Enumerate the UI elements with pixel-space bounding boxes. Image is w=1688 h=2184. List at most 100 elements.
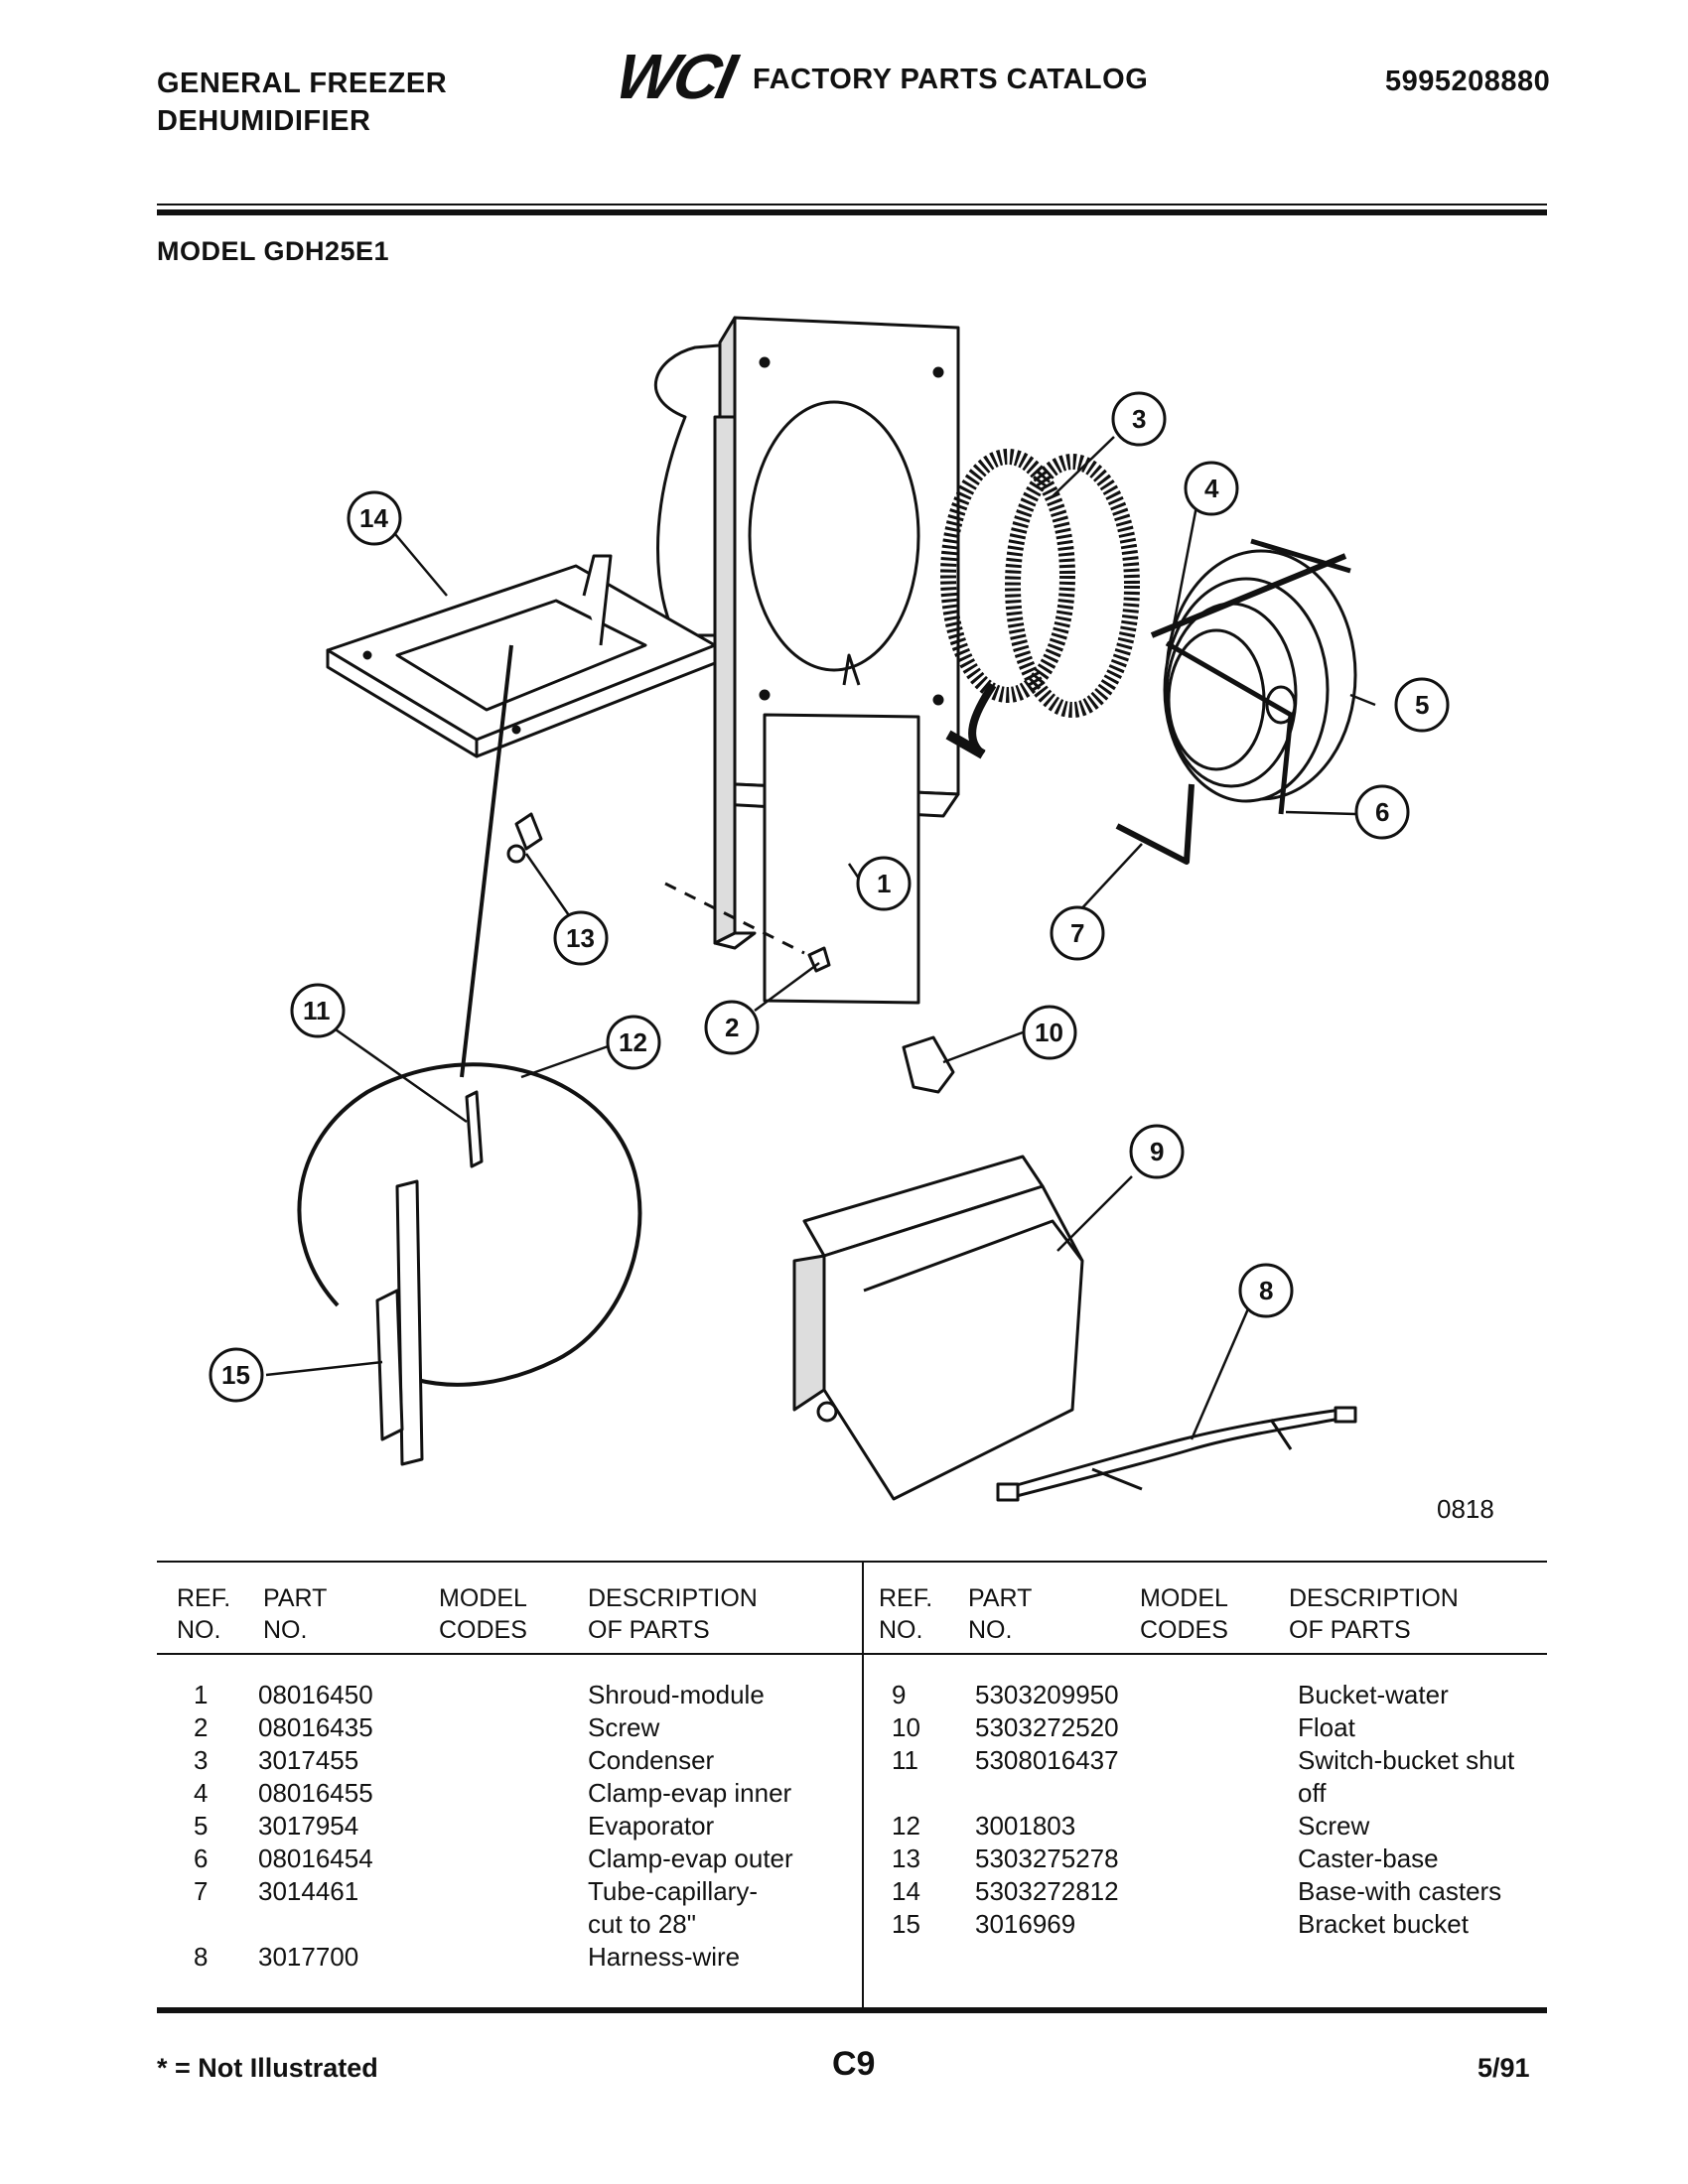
table-cell-ref: 11 <box>892 1745 918 1775</box>
table-cell-desc: Clamp-evap inner <box>588 1778 792 1808</box>
header-desc-line1: DESCRIPTION <box>1289 1584 1459 1612</box>
condenser-drawing <box>940 449 1140 759</box>
header-part-line2: NO. <box>968 1616 1013 1644</box>
catalog-number: 5995208880 <box>1385 66 1551 97</box>
header-part-line1: PART <box>263 1584 328 1612</box>
brand-line-2: DEHUMIDIFIER <box>157 105 371 137</box>
table-cell-part: 3016969 <box>975 1909 1076 1939</box>
callout-6: 6 <box>1375 797 1390 827</box>
table-cell-part: 08016450 <box>258 1680 373 1709</box>
header-desc-right: DESCRIPTION OF PARTS <box>1289 1582 1459 1646</box>
table-cell-desc: Float <box>1298 1712 1355 1742</box>
header-model-left: MODEL CODES <box>439 1582 527 1646</box>
figure-number: 0818 <box>1437 1494 1494 1524</box>
table-cell-desc: Bracket bucket <box>1298 1909 1469 1939</box>
header-model-line2: CODES <box>439 1616 527 1644</box>
callout-4: 4 <box>1204 474 1219 503</box>
table-cell-part: 3017954 <box>258 1811 359 1841</box>
header-desc-line2: OF PARTS <box>588 1616 710 1644</box>
table-cell-ref: 13 <box>892 1843 920 1873</box>
header-model-line2: CODES <box>1140 1616 1228 1644</box>
water-bucket-drawing <box>792 1155 1084 1501</box>
table-cell-ref: 3 <box>194 1745 209 1775</box>
header-part-line2: NO. <box>263 1616 308 1644</box>
table-cell-desc: Clamp-evap outer <box>588 1843 793 1873</box>
header-desc-line2: OF PARTS <box>1289 1616 1411 1644</box>
header-rule-bottom <box>157 209 1547 215</box>
header-part-line1: PART <box>968 1584 1033 1612</box>
table-cell-ref: 4 <box>194 1778 209 1808</box>
table-cell-part: 08016454 <box>258 1843 373 1873</box>
header-model-line1: MODEL <box>1140 1584 1228 1612</box>
callout-9: 9 <box>1150 1137 1165 1166</box>
header-rule-top <box>157 204 1547 205</box>
table-cell-desc: Shroud-module <box>588 1680 765 1709</box>
float-drawing <box>902 1035 955 1094</box>
table-header-rule <box>157 1653 1547 1655</box>
header-ref-left: REF. NO. <box>177 1582 230 1646</box>
table-top-rule <box>157 1561 1547 1563</box>
wire-harness-drawing <box>996 1406 1357 1502</box>
table-cell-part: 08016435 <box>258 1712 373 1742</box>
header-desc-line1: DESCRIPTION <box>588 1584 758 1612</box>
table-cell-ref: 6 <box>194 1843 209 1873</box>
table-cell-ref: 12 <box>892 1811 920 1841</box>
callout-5: 5 <box>1415 690 1430 720</box>
table-cell-desc: Screw <box>588 1712 660 1742</box>
brand-line-1: GENERAL FREEZER <box>157 68 448 99</box>
table-cell-part: 5303272812 <box>975 1876 1119 1906</box>
table-cell-desc: Caster-base <box>1298 1843 1439 1873</box>
header-model-right: MODEL CODES <box>1140 1582 1228 1646</box>
table-cell-ref: 8 <box>194 1942 209 1972</box>
callout-14: 14 <box>359 503 388 533</box>
table-cell-part: 5303272520 <box>975 1712 1119 1742</box>
callout-11: 11 <box>303 996 331 1025</box>
callout-13: 13 <box>566 923 595 953</box>
table-cell-ref: 5 <box>194 1811 209 1841</box>
header-ref-right: REF. NO. <box>879 1582 932 1646</box>
header-part-left: PART NO. <box>263 1582 327 1646</box>
table-cell-desc: Harness-wire <box>588 1942 741 1972</box>
callout-10: 10 <box>1035 1018 1063 1047</box>
header-ref-line2: NO. <box>879 1616 923 1644</box>
model-label: MODEL GDH25E1 <box>157 236 390 266</box>
table-cell-part: 5303209950 <box>975 1680 1119 1709</box>
table-cell-part: 5303275278 <box>975 1843 1119 1873</box>
header-ref-line1: REF. <box>177 1584 231 1612</box>
table-cell-ref: 15 <box>892 1909 920 1939</box>
callout-2: 2 <box>725 1013 740 1042</box>
header-ref-line1: REF. <box>879 1584 933 1612</box>
table-cell-ref: 1 <box>194 1680 209 1709</box>
header-model-line1: MODEL <box>439 1584 527 1612</box>
table-cell-desc: cut to 28" <box>588 1909 696 1939</box>
catalog-title: FACTORY PARTS CATALOG <box>753 64 1149 95</box>
header-ref-line2: NO. <box>177 1616 221 1644</box>
shroud-module-drawing <box>653 316 960 1005</box>
callout-8: 8 <box>1259 1276 1274 1305</box>
table-cell-desc: Screw <box>1298 1811 1370 1841</box>
table-cell-ref: 14 <box>892 1876 920 1906</box>
callout-12: 12 <box>619 1027 647 1057</box>
header-part-right: PART NO. <box>968 1582 1032 1646</box>
callout-15: 15 <box>221 1360 250 1390</box>
evaporator-drawing <box>1150 538 1357 815</box>
caster-drawing <box>514 812 543 851</box>
table-cell-part: 5308016437 <box>975 1745 1119 1775</box>
table-divider <box>862 1561 864 2007</box>
table-cell-desc: off <box>1298 1778 1327 1808</box>
table-cell-ref: 7 <box>194 1876 209 1906</box>
table-cell-ref: 10 <box>892 1712 920 1742</box>
table-cell-part: 3017455 <box>258 1745 359 1775</box>
exploded-parts-diagram <box>209 316 1450 1502</box>
revision-date: 5/91 <box>1477 2053 1530 2083</box>
table-cell-desc: Bucket-water <box>1298 1680 1449 1709</box>
not-illustrated-note: * = Not Illustrated <box>157 2053 378 2083</box>
callout-1: 1 <box>877 869 892 898</box>
table-cell-part: 08016455 <box>258 1778 373 1808</box>
base-drawing <box>326 554 717 758</box>
table-cell-ref: 9 <box>892 1680 907 1709</box>
table-cell-part: 3001803 <box>975 1811 1076 1841</box>
page-number: C9 <box>832 2045 876 2083</box>
table-cell-desc: Base-with casters <box>1298 1876 1502 1906</box>
capillary-tube-drawing <box>1115 783 1195 865</box>
